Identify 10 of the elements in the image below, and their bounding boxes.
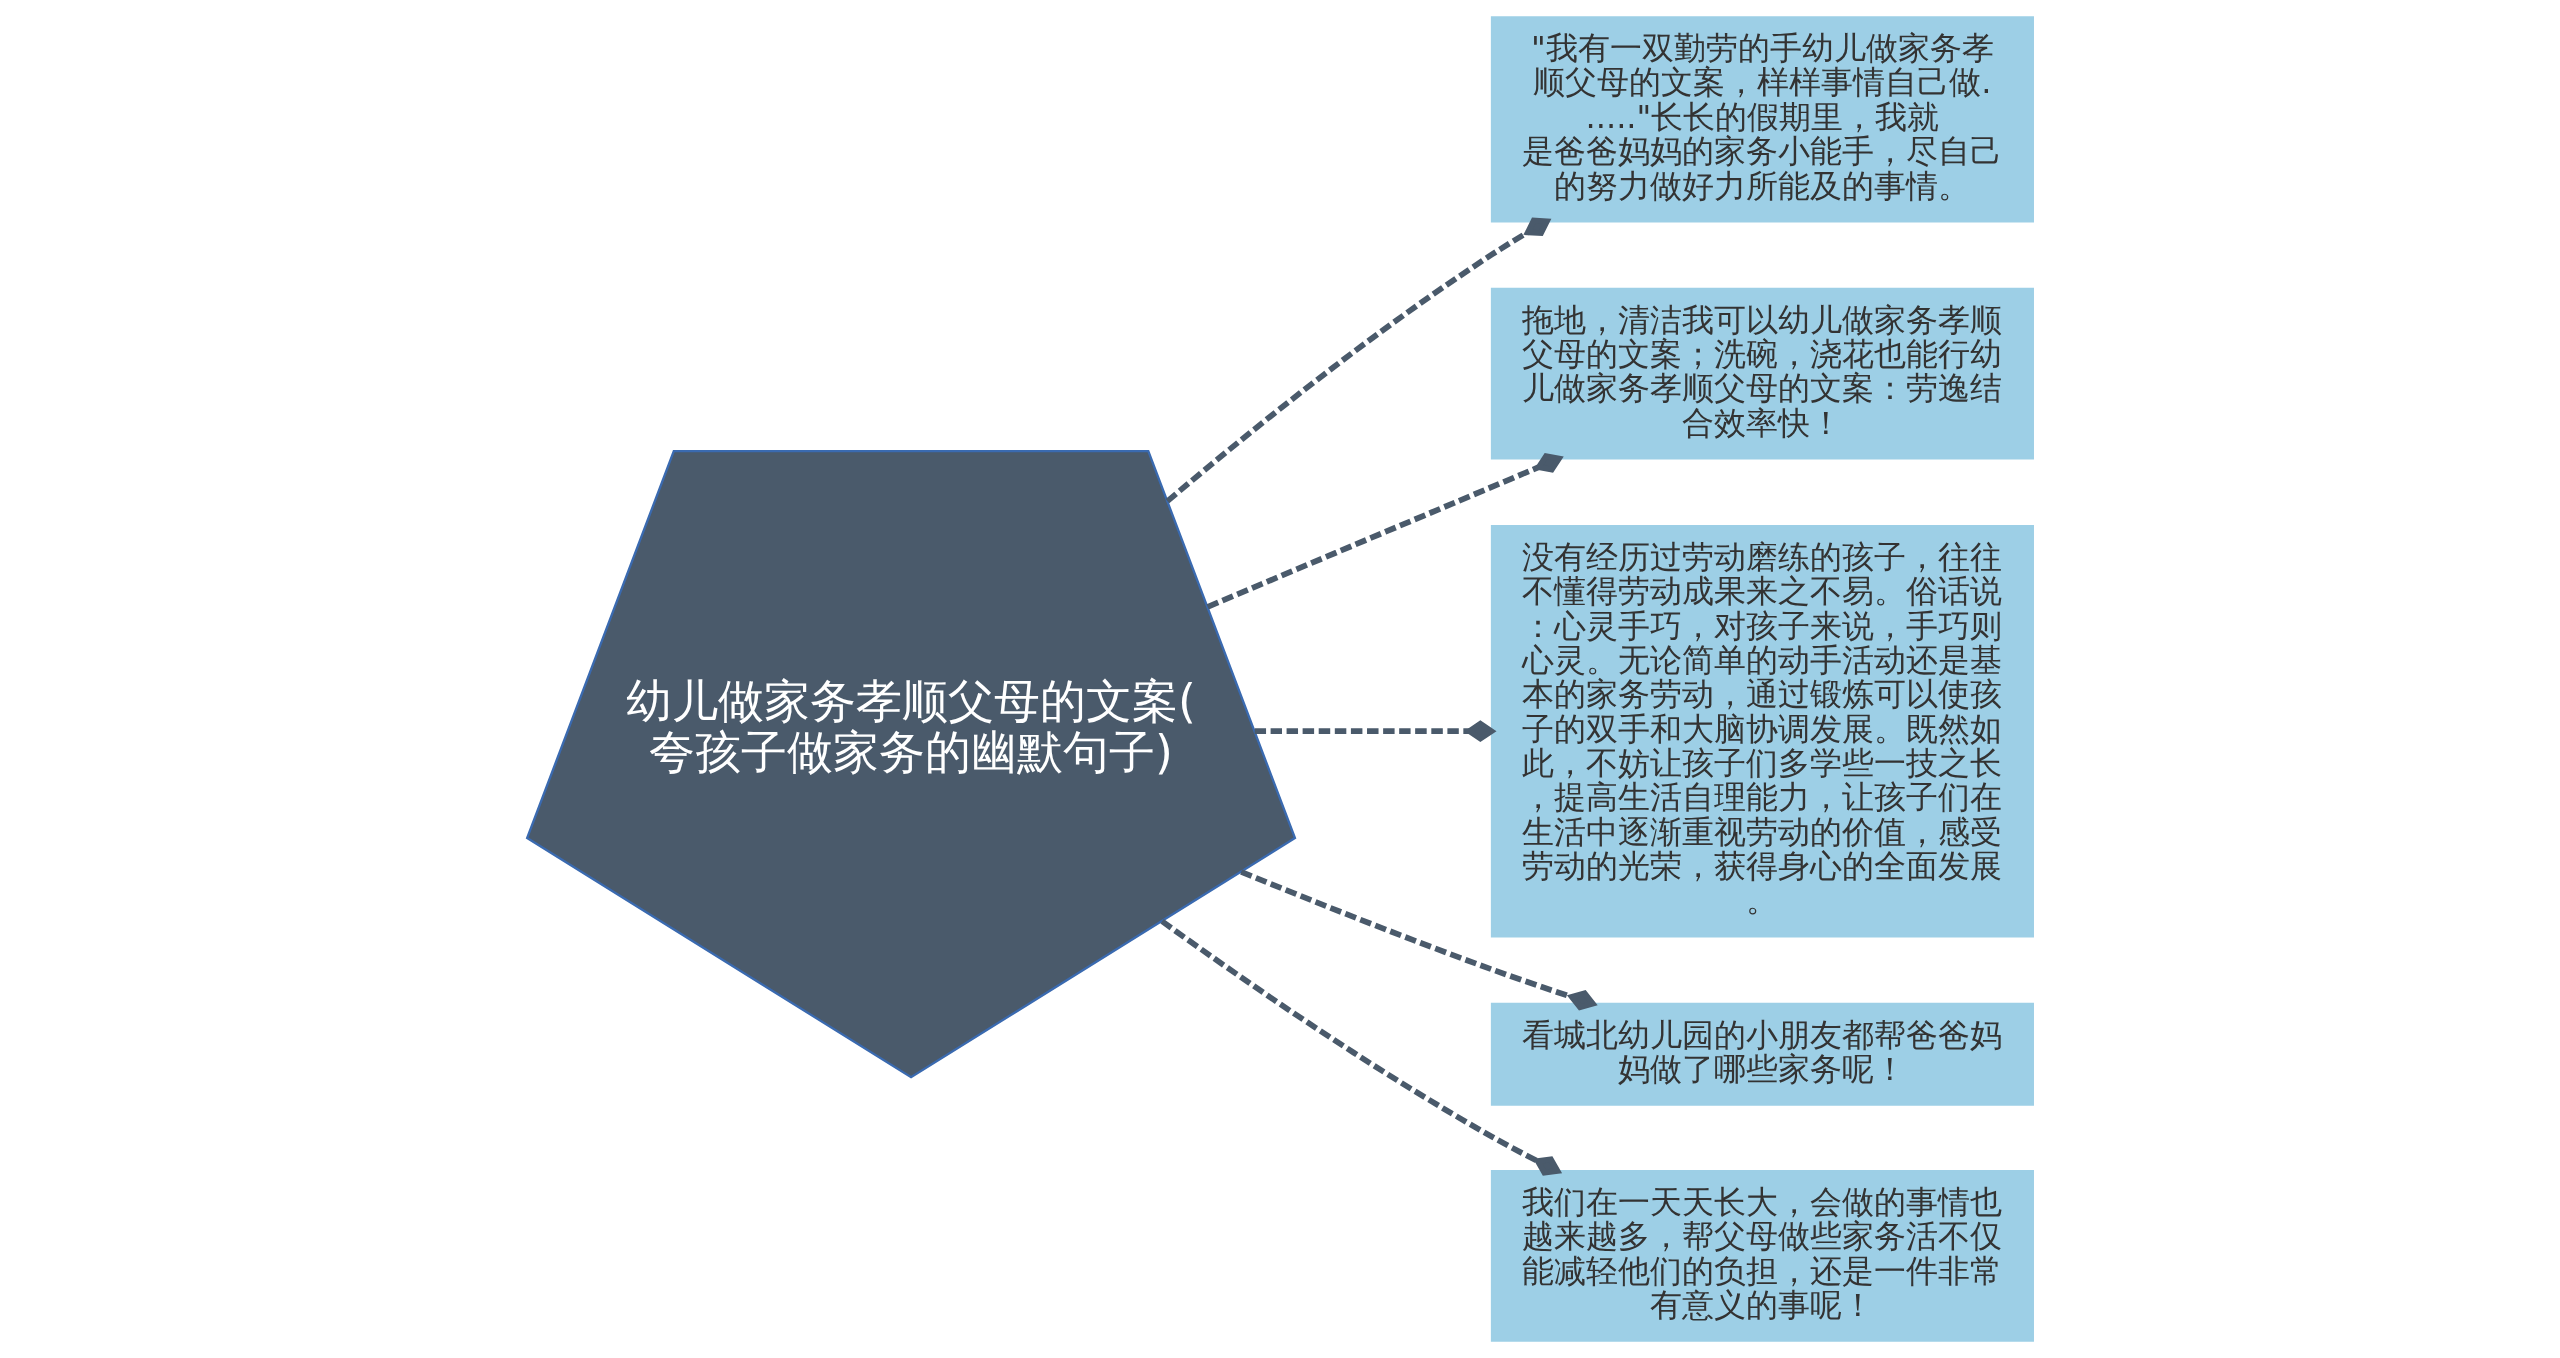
node-box: 没有经历过劳动磨练的孩子，往往不懂得劳动成果来之不易。俗话说：心灵手巧，对孩子来说，手巧则心灵。无论简单的动手活动还是基本的家务劳动，通过锻炼可以使孩子的双手和大脑协调发展。既然如此，不妨让孩子们多学些一技之长，提高生活自理能力，让孩子们在生活中逐渐重视劳动的价值，感受劳动的光荣，获得身心的全面发展。: [1490, 524, 2034, 938]
node-box: "我有一双勤劳的手幼儿做家务孝顺父母的文案，样样事情自己做......"长长的假期里，我就是爸爸妈妈的家务小能手，尽自己的努力做好力所能及的事情。: [1490, 16, 2034, 223]
node-box: 我们在一天天长大，会做的事情也越来越多，帮父母做些家务活不仅能减轻他们的负担，还是一件非常有意义的事呢！: [1490, 1170, 2034, 1342]
node-box: 拖地，清洁我可以幼儿做家务孝顺父母的文案；洗碗，浇花也能行幼儿做家务孝顺父母的文案：劳逸结合效率快！: [1490, 287, 2034, 460]
connector: [1240, 869, 1598, 1011]
connector: [1160, 918, 1563, 1176]
connector: [1254, 720, 1497, 742]
node-box: 看城北幼儿园的小朋友都帮爸爸妈妈做了哪些家务呢！: [1490, 1002, 2034, 1106]
connector: [1206, 452, 1564, 610]
connector: [1165, 217, 1552, 504]
